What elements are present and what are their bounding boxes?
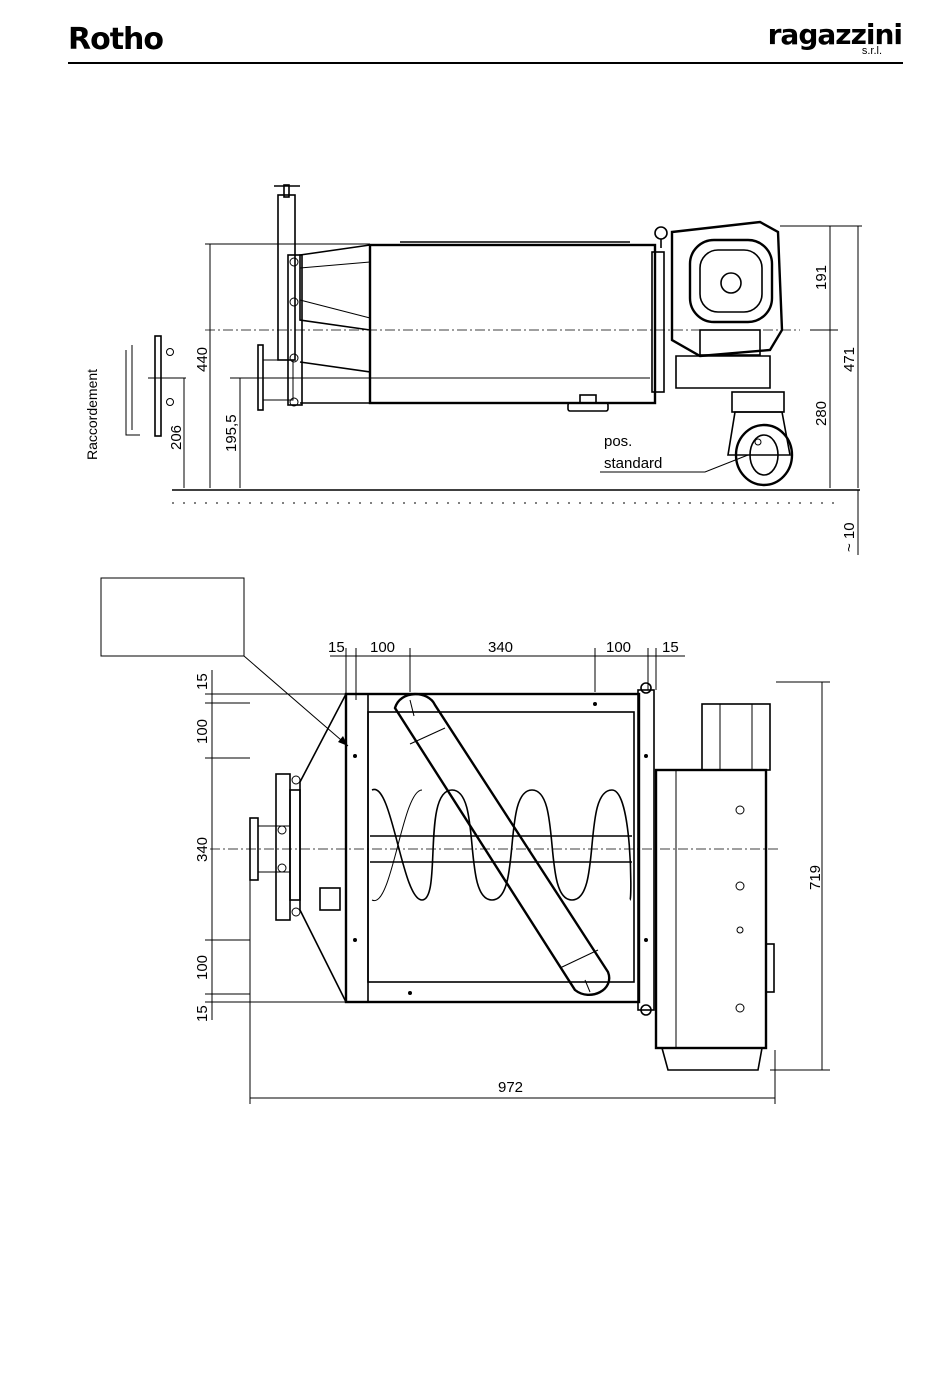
diagonal-tube — [395, 694, 609, 995]
top-view — [210, 683, 780, 1070]
dim-left-100a: 100 — [194, 719, 211, 744]
dim-10: ~ 10 — [841, 522, 858, 552]
dim-top-15b: 15 — [662, 639, 679, 656]
side-view — [126, 185, 862, 555]
dim-left-340: 340 — [194, 837, 211, 862]
dim-280: 280 — [813, 401, 830, 426]
top-dimensions — [205, 648, 830, 1104]
side-mount-plate — [258, 185, 302, 410]
dim-top-100a: 100 — [370, 639, 395, 656]
side-motor — [655, 222, 782, 388]
callout-box — [101, 578, 244, 656]
top-mount-plate — [276, 774, 290, 920]
wheel-note-line1: pos. — [604, 433, 632, 450]
side-foot — [568, 395, 608, 411]
dim-top-340: 340 — [488, 639, 513, 656]
dim-206: 206 — [168, 425, 185, 450]
side-dimensions — [184, 226, 862, 555]
dim-bottom-972: 972 — [498, 1079, 523, 1096]
wheel-note-line2: standard — [604, 455, 662, 472]
dim-top-100b: 100 — [606, 639, 631, 656]
dim-left-100b: 100 — [194, 955, 211, 980]
side-caster-wheel — [728, 392, 792, 485]
connection-detail — [126, 336, 186, 436]
dim-191: 191 — [813, 265, 830, 290]
callout-leader — [244, 656, 348, 746]
top-frame — [346, 694, 639, 1002]
connection-label: Raccordement — [84, 369, 100, 460]
dim-471: 471 — [841, 347, 858, 372]
dim-440: 440 — [194, 347, 211, 372]
dim-195-5: 195,5 — [223, 414, 240, 452]
dim-left-15a: 15 — [194, 673, 211, 690]
dim-left-15b: 15 — [194, 1005, 211, 1022]
top-inlet — [300, 694, 346, 1002]
top-motor — [656, 704, 774, 1070]
dim-top-15a: 15 — [328, 639, 345, 656]
dim-right-719: 719 — [807, 865, 824, 890]
